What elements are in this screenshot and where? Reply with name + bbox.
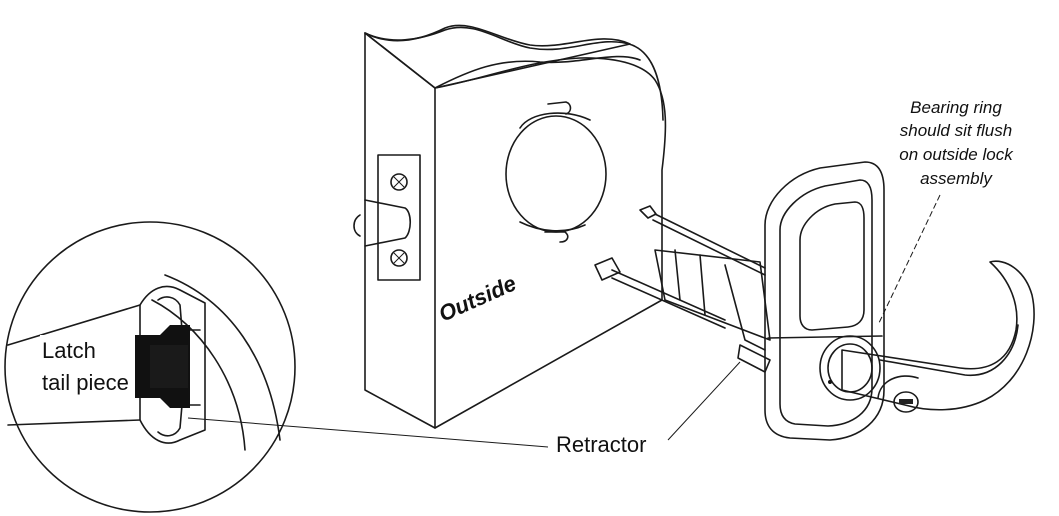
bearing-ring-line-3: on outside lock — [899, 145, 1014, 164]
leader-lines — [187, 194, 941, 448]
bearing-ring-note: Bearing ring should sit flush on outside… — [899, 98, 1014, 188]
bearing-ring-line-2: should sit flush — [900, 121, 1012, 140]
latch-label-line-2: tail piece — [42, 370, 129, 395]
retractor-label: Retractor — [556, 432, 646, 457]
outside-label: Outside — [435, 270, 520, 326]
latch-label-bg — [40, 335, 132, 397]
bearing-ring-line-4: assembly — [920, 169, 993, 188]
door — [353, 24, 667, 429]
latch-label-line-1: Latch — [42, 338, 96, 363]
magnifier-detail — [4, 221, 296, 513]
lock-internals — [594, 205, 771, 373]
lever-lock-assembly — [764, 161, 1035, 441]
bearing-ring-line-1: Bearing ring — [910, 98, 1002, 117]
